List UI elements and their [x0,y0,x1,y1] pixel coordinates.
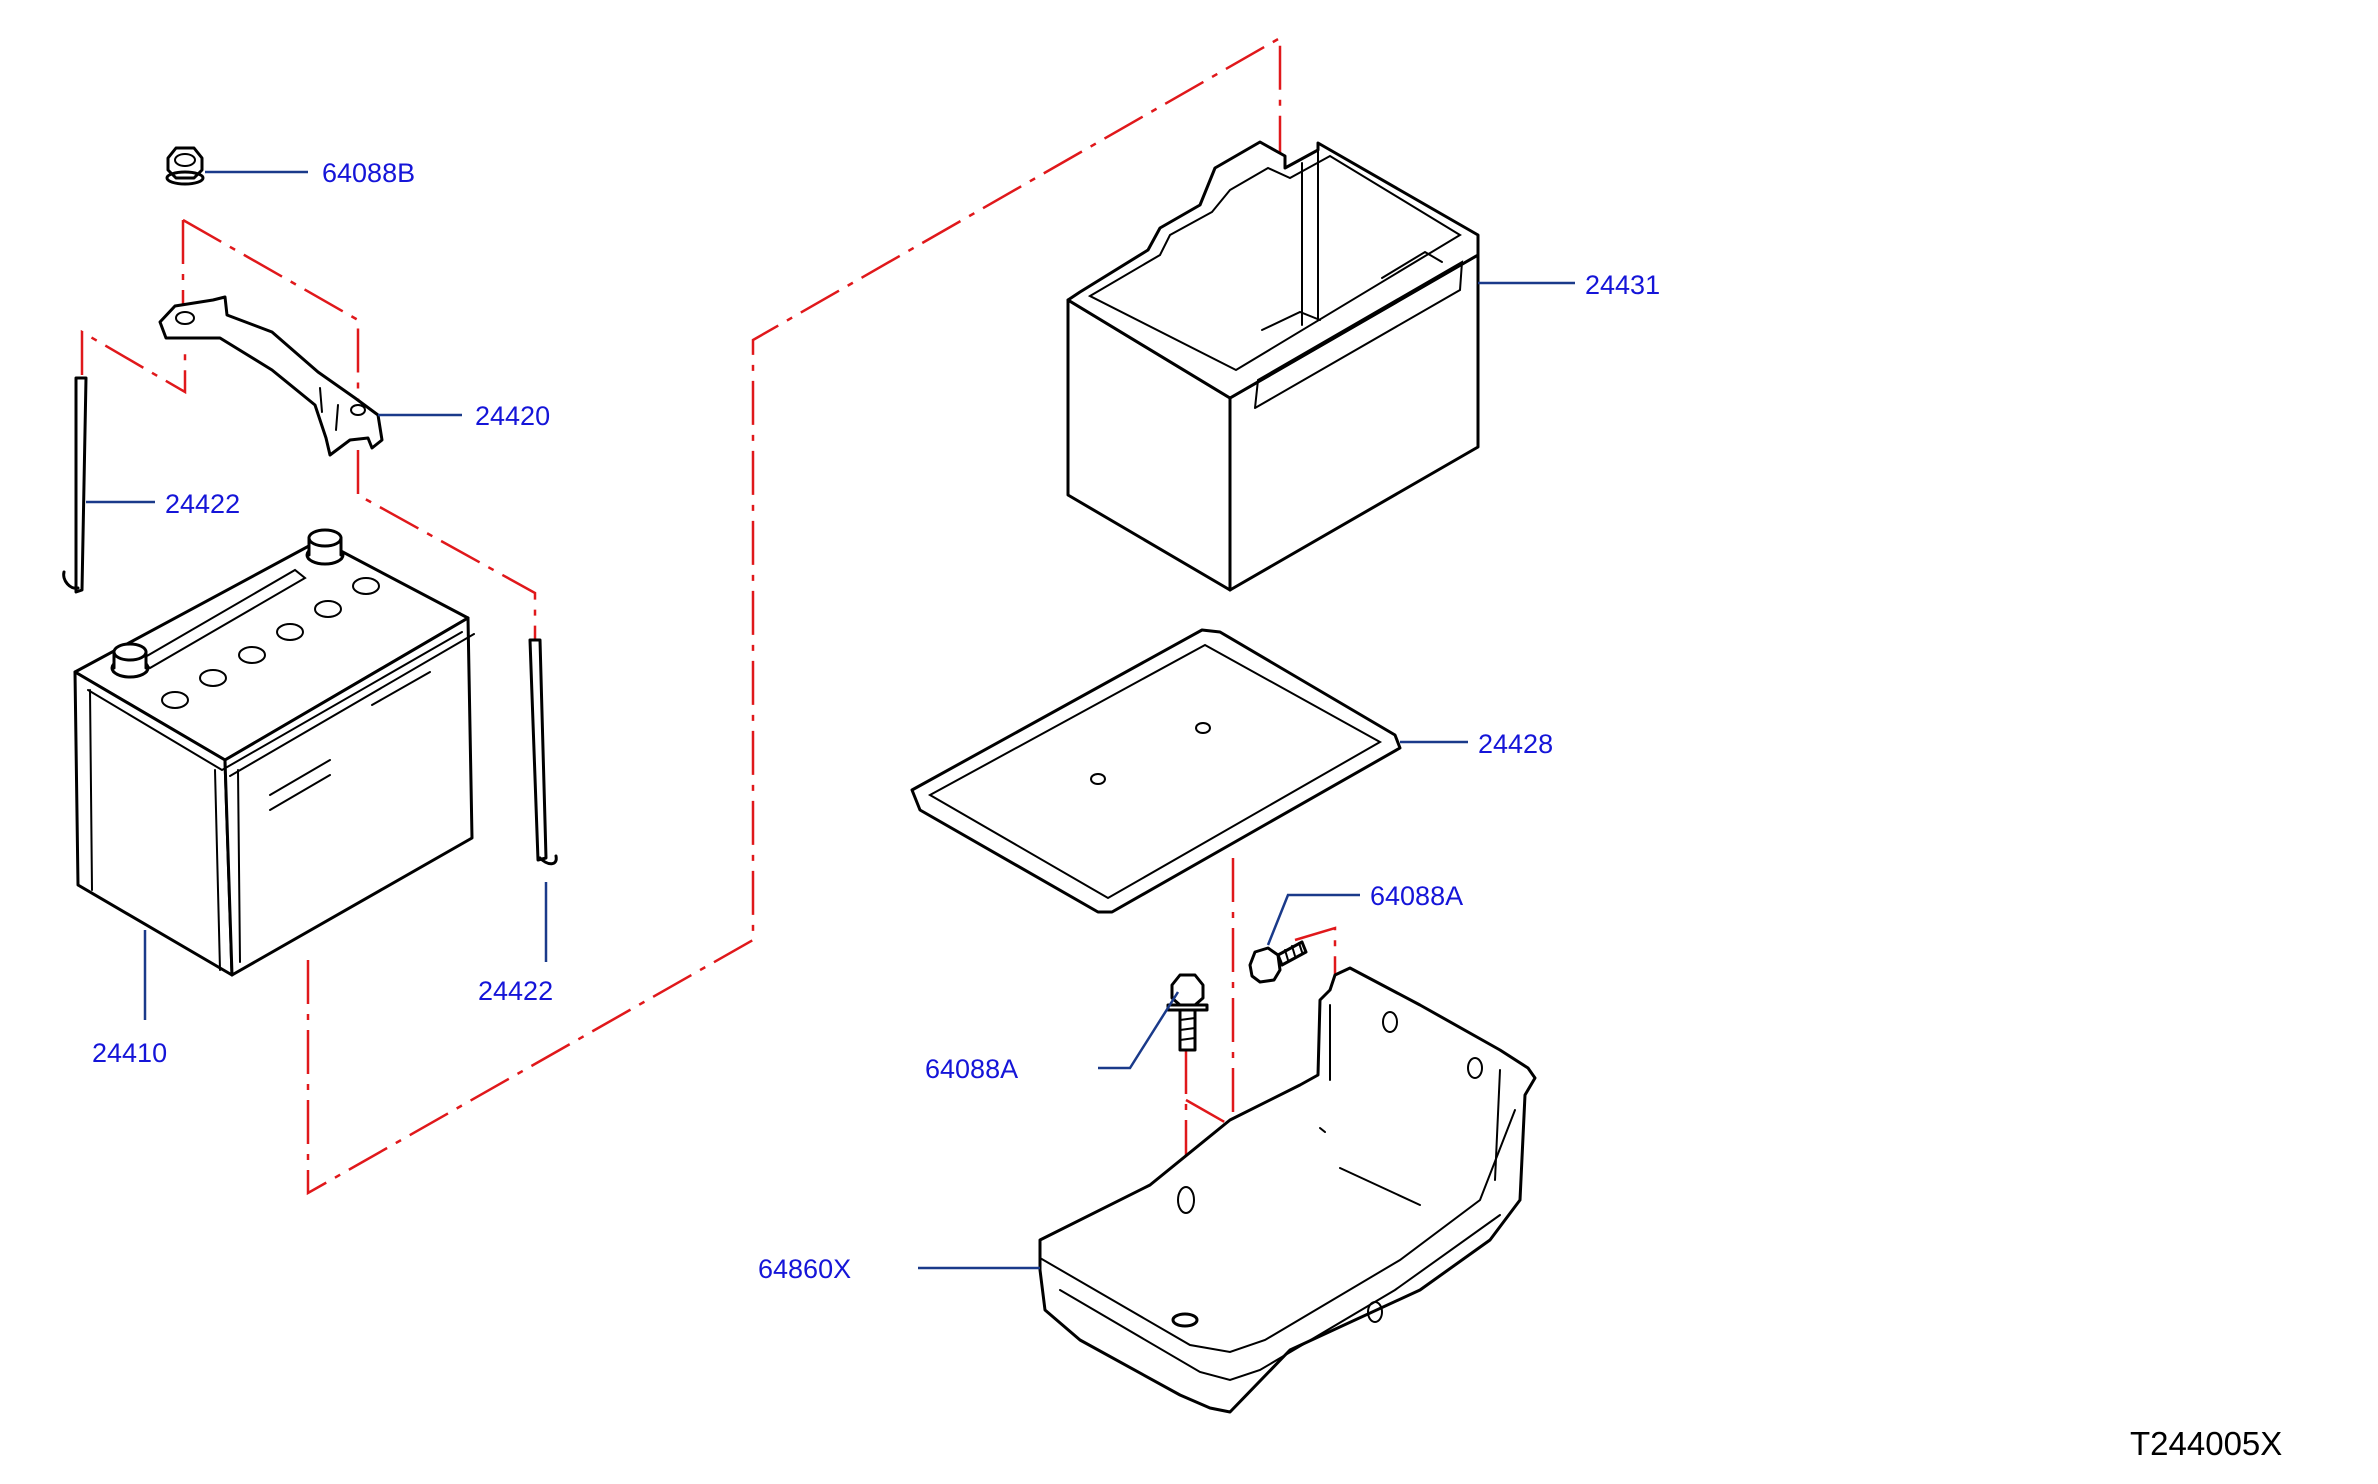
callout-nut: 64088B [322,158,415,188]
callout-battery-frame: 24420 [475,401,550,431]
hook-bolt-left-part [62,376,88,594]
nut-part [165,146,205,186]
battery-bracket-part [1038,966,1537,1414]
callout-labels: 64088B 24420 24422 24410 24422 24431 244… [92,158,1660,1284]
battery-frame-part [158,295,384,457]
callout-battery-bracket: 64860X [758,1254,851,1284]
callout-hook-bolt-left: 24422 [165,489,240,519]
callout-battery: 24410 [92,1038,167,1068]
phantom-line-hook-right [356,450,537,640]
callout-bolt-left: 64088A [925,1054,1018,1084]
phantom-line-hook-left [80,329,187,395]
phantom-line-nut-to-frame [181,218,360,415]
battery-cover-part [1066,140,1480,592]
callout-hook-bolt-right: 24422 [478,976,553,1006]
diagram-reference-code: T244005X [2130,1425,2282,1462]
bolt-right-part [1248,940,1308,984]
battery-tray-part [910,628,1402,914]
leader-bolt-left [1098,991,1180,1070]
hook-bolt-right-part [528,638,558,866]
battery-part [73,528,475,977]
callout-battery-cover: 24431 [1585,270,1660,300]
callout-bolt-right: 64088A [1370,881,1463,911]
callout-battery-tray: 24428 [1478,729,1553,759]
leader-lines [86,170,1575,1270]
bolt-left-part [1166,973,1209,1052]
leader-bolt-right [1266,893,1360,946]
phantom-line-battery-to-cover [306,35,1282,1196]
